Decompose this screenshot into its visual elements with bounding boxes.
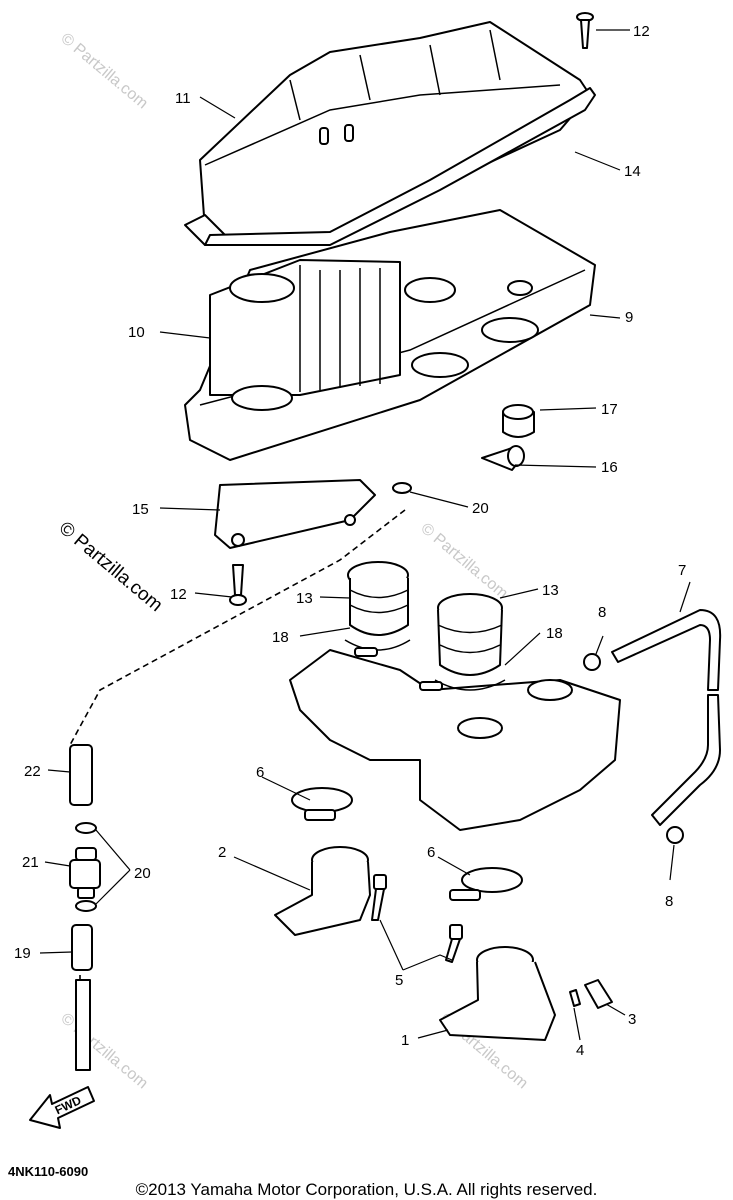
watermark: © Partzilla.com — [57, 1010, 151, 1092]
callout-10: 10 — [128, 324, 145, 341]
intake-joint-part-left — [274, 846, 371, 936]
callout-16: 16 — [601, 459, 618, 476]
clamp-part-right — [419, 679, 506, 691]
bracket-part — [214, 479, 376, 549]
callout-13-right: 13 — [542, 582, 559, 599]
air-filter-element-part — [209, 259, 401, 411]
hose-clamp-part-bottom — [666, 826, 684, 844]
elbow-hose-part — [481, 445, 525, 471]
callout-4: 4 — [576, 1042, 584, 1059]
clip-part-lower — [75, 900, 97, 912]
grommet-part — [502, 404, 535, 438]
callout-17: 17 — [601, 401, 618, 418]
callout-18-left: 18 — [272, 629, 289, 646]
clamp-part-left — [344, 639, 411, 657]
callout-8-top: 8 — [598, 604, 606, 621]
screw-part-bottom — [229, 564, 247, 606]
bolt-part-left — [371, 874, 387, 921]
breather-hose-part — [69, 744, 93, 806]
callout-3: 3 — [628, 1011, 636, 1028]
watermark-main: © Partzilla.com — [55, 518, 167, 616]
callout-14: 14 — [624, 163, 641, 180]
callout-7: 7 — [678, 562, 686, 579]
screw-part-top — [576, 12, 594, 49]
band-clamp-part-left — [291, 787, 353, 821]
callout-15: 15 — [132, 501, 149, 518]
callout-layer: 1 2 3 4 5 6 6 7 8 8 9 10 11 12 12 13 13 … — [14, 23, 686, 1059]
hose-part — [611, 609, 722, 826]
joint-part-left — [347, 561, 409, 636]
small-clip-part — [569, 989, 581, 1007]
callout-13-left: 13 — [296, 590, 313, 607]
callout-20-left: 20 — [134, 865, 151, 882]
carburetor-assembly — [289, 649, 621, 831]
diagram-code: 4NK110-6090 — [8, 1164, 89, 1179]
callout-2: 2 — [218, 844, 226, 861]
gasket-part — [204, 87, 596, 246]
hose-part-lower — [71, 924, 93, 1071]
callout-6-right: 6 — [427, 844, 435, 861]
leader-lines — [39, 29, 691, 1041]
callout-19: 19 — [14, 945, 31, 962]
hose-clamp-part-top — [583, 653, 601, 671]
callout-12-bottom: 12 — [170, 586, 187, 603]
callout-9: 9 — [625, 309, 633, 326]
callout-20-middle: 20 — [472, 500, 489, 517]
callout-22: 22 — [24, 763, 41, 780]
callout-11: 11 — [175, 90, 191, 107]
fuel-filter-part — [69, 847, 101, 899]
callout-8-bottom: 8 — [665, 893, 673, 910]
callout-12-top: 12 — [633, 23, 650, 40]
bolt-part-right — [445, 924, 463, 963]
callout-6-left: 6 — [256, 764, 264, 781]
clip-part-upper — [75, 822, 97, 834]
joint-part-right — [437, 593, 503, 676]
callout-21: 21 — [22, 854, 39, 871]
watermark: © Partzilla.com — [57, 30, 151, 112]
callout-5: 5 — [395, 972, 403, 989]
forward-arrow-icon: FWD — [29, 1086, 95, 1129]
watermark: © Partzilla.com — [417, 520, 511, 602]
callout-1: 1 — [401, 1032, 409, 1049]
cap-part — [584, 979, 613, 1009]
band-clamp-part-right — [449, 867, 523, 901]
intake-joint-part-right — [439, 946, 556, 1041]
clip-part — [392, 482, 412, 494]
copyright-notice: ©2013 Yamaha Motor Corporation, U.S.A. A… — [135, 1180, 598, 1199]
callout-18-right: 18 — [546, 625, 563, 642]
